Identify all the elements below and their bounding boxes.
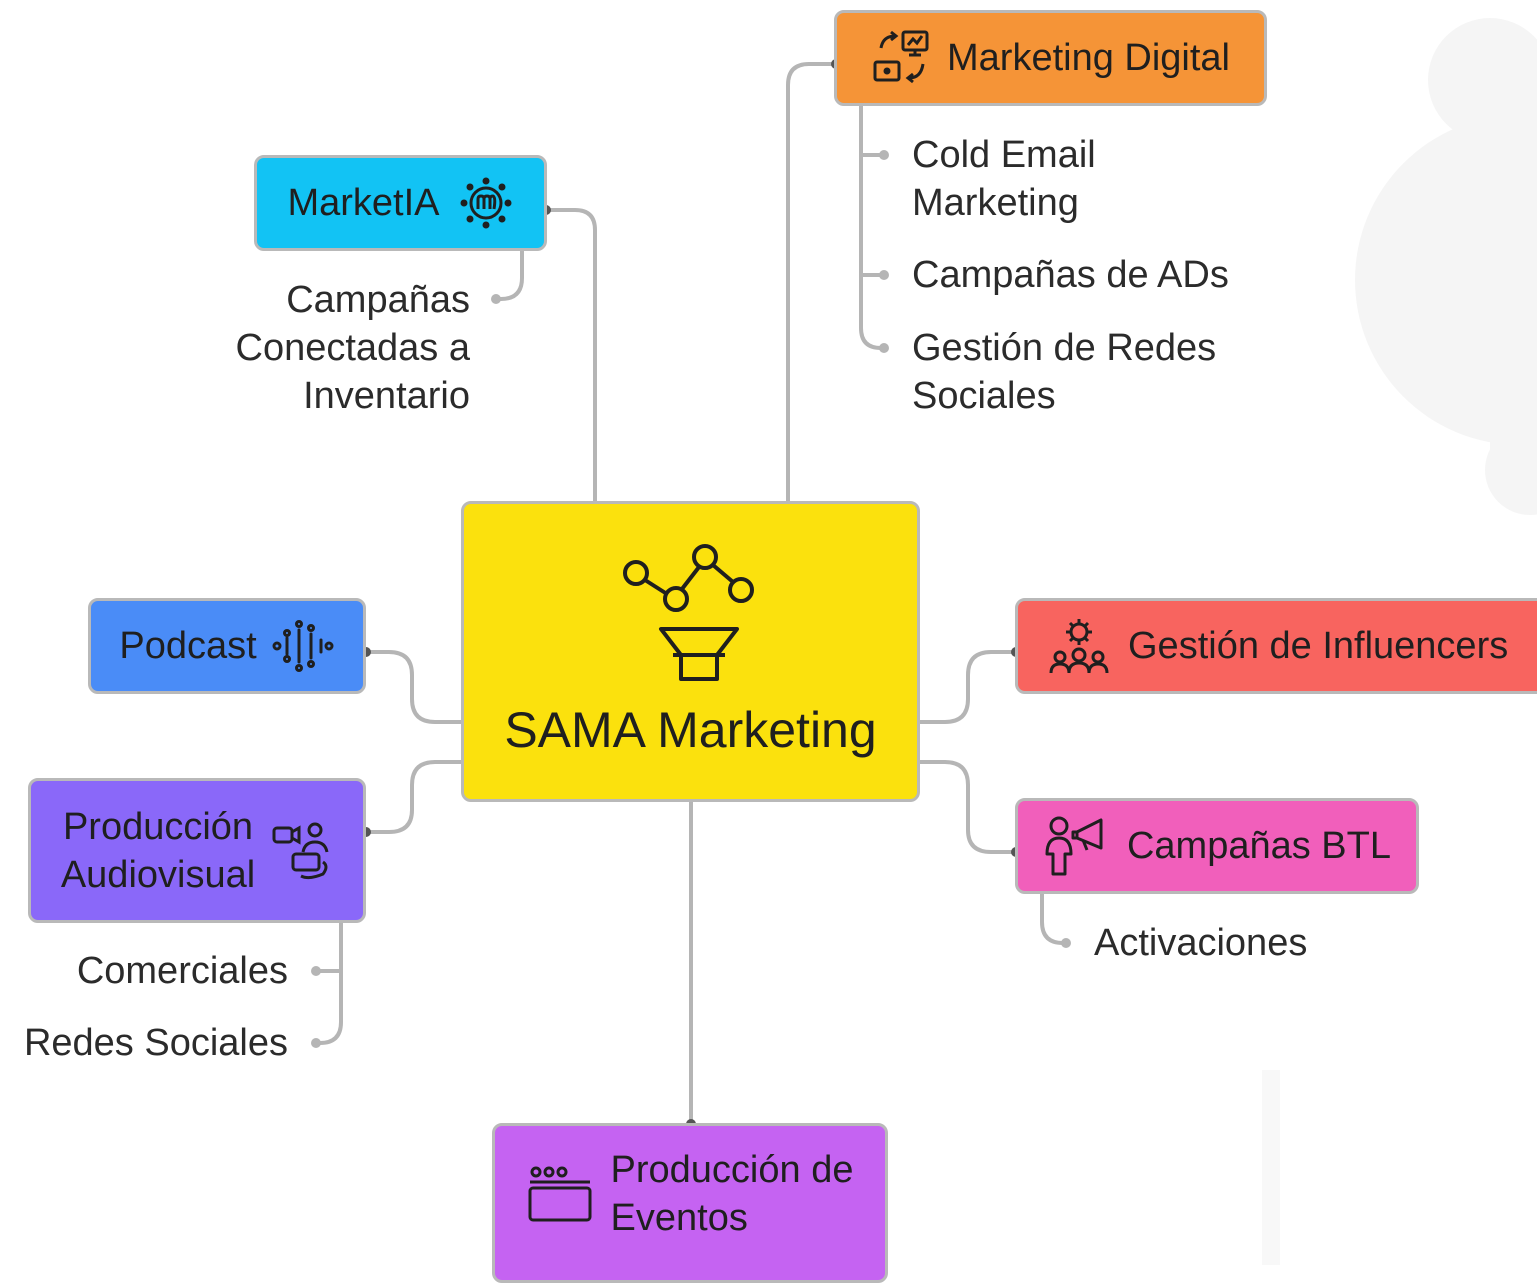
marketia-logo-icon bbox=[458, 175, 514, 231]
video-production-icon bbox=[271, 816, 333, 886]
link-btl-leaf bbox=[1040, 892, 1068, 945]
analytics-funnel-icon bbox=[621, 543, 761, 688]
leaf-redes-sociales: Redes Sociales bbox=[23, 1022, 288, 1064]
branch-label: Producción Audiovisual bbox=[60, 805, 256, 896]
branch-marketing-digital[interactable]: Marketing Digital bbox=[834, 10, 1267, 106]
digital-transform-icon bbox=[871, 28, 933, 88]
branch-gestion-influencers[interactable]: Gestión de Influencers bbox=[1015, 598, 1537, 694]
link-center-influencers bbox=[918, 650, 1018, 724]
leaf-activaciones: Activaciones bbox=[1094, 922, 1308, 964]
event-stage-icon bbox=[527, 1164, 593, 1224]
leaf-comerciales: Comerciales bbox=[76, 950, 288, 992]
branch-marketia[interactable]: MarketIA bbox=[254, 155, 547, 251]
leaf-gestion-redes: Gestión de Redes Sociales bbox=[912, 327, 1217, 417]
branch-label: Campañas BTL bbox=[1126, 825, 1391, 867]
center-label: SAMA Marketing bbox=[504, 702, 877, 758]
leaf-campanas-ads: Campañas de ADs bbox=[912, 254, 1229, 296]
link-center-mdigital bbox=[786, 62, 838, 503]
link-marketia-leaf bbox=[494, 249, 524, 301]
center-node: SAMA Marketing bbox=[461, 501, 920, 802]
branch-produccion-eventos[interactable]: Producción de Eventos bbox=[492, 1123, 888, 1283]
megaphone-person-icon bbox=[1043, 814, 1109, 878]
leaf-campanas-conectadas: Campañas Conectadas a Inventario bbox=[235, 279, 471, 417]
branch-label: Marketing Digital bbox=[947, 37, 1230, 79]
branch-label: Gestión de Influencers bbox=[1128, 625, 1509, 667]
link-center-audiovisual bbox=[364, 760, 463, 834]
leaf-cold-email: Cold Email Marketing bbox=[912, 134, 1096, 224]
branch-podcast[interactable]: Podcast bbox=[88, 598, 366, 694]
link-mdigital-trunk bbox=[859, 104, 886, 350]
link-audiovisual-trunk bbox=[314, 921, 343, 1045]
branch-label: MarketIA bbox=[287, 182, 440, 224]
link-center-btl bbox=[918, 760, 1018, 854]
branch-produccion-audiovisual[interactable]: Producción Audiovisual bbox=[28, 778, 366, 923]
link-center-podcast bbox=[364, 650, 463, 724]
influencer-group-icon bbox=[1048, 615, 1110, 677]
branch-label: Podcast bbox=[119, 625, 257, 667]
soundwave-icon bbox=[271, 616, 335, 676]
link-center-marketia bbox=[544, 208, 597, 503]
branch-label: Producción de Eventos bbox=[610, 1149, 854, 1239]
branch-campanas-btl[interactable]: Campañas BTL bbox=[1015, 798, 1419, 894]
